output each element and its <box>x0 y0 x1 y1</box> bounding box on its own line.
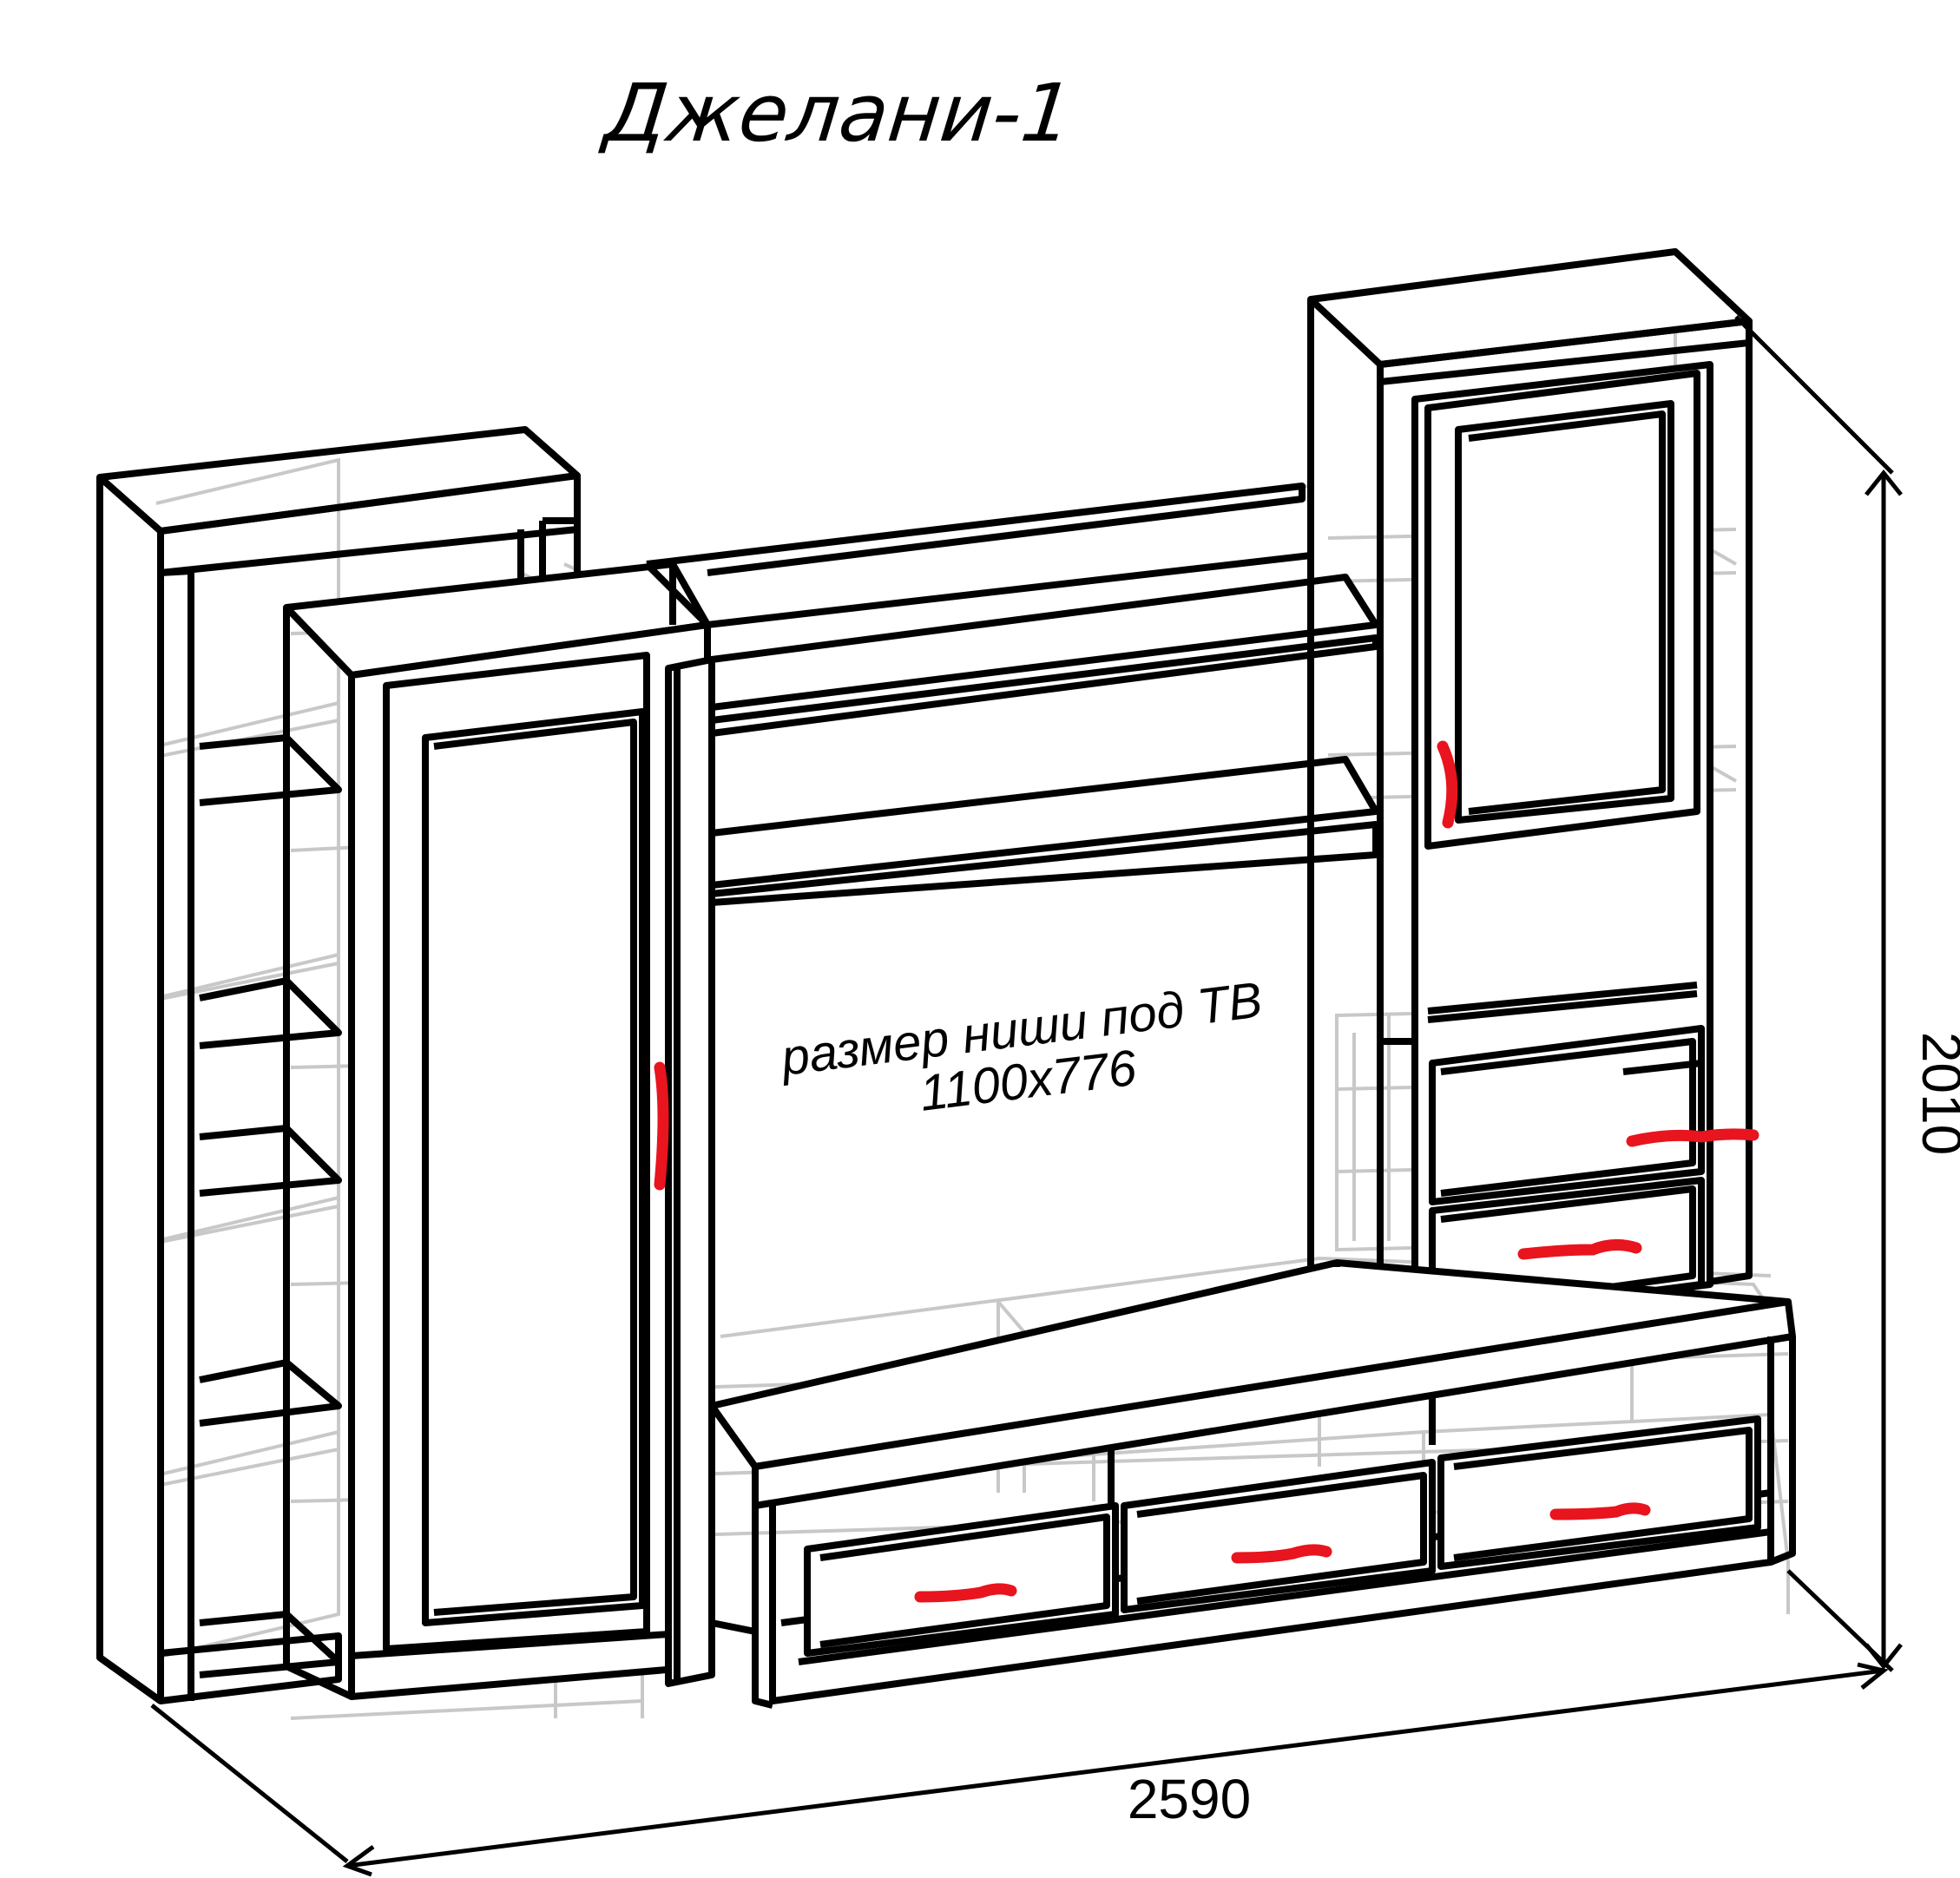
wall-shelves <box>708 574 1379 906</box>
tv-stand <box>708 1259 1796 1709</box>
tall-cabinet-handle <box>654 1061 669 1191</box>
center-column <box>644 561 715 1687</box>
stand-drawer-1-handle <box>914 1583 1017 1603</box>
lower-drawer-handle <box>1517 1239 1642 1260</box>
top-panel <box>646 483 1312 628</box>
stand-drawer-3-handle <box>1549 1502 1651 1520</box>
width-dimension-label: 2590 <box>1128 1768 1251 1830</box>
glass-door-handle <box>1437 740 1458 829</box>
visible-lines <box>96 248 1796 1709</box>
diagram-title: Джелани-1 <box>597 66 1077 160</box>
upper-drawer-handle <box>1626 1128 1759 1147</box>
handles <box>654 740 1759 1603</box>
height-dimension-label: 2010 <box>1911 1032 1960 1155</box>
dimension-lines <box>150 315 1903 1877</box>
left-bookcase <box>96 426 581 1704</box>
right-cabinet <box>1307 248 1753 1336</box>
stand-drawer-2-handle <box>1231 1544 1332 1564</box>
niche-label: размер ниши под ТВ 1100x776 <box>777 971 1266 1121</box>
tall-cabinet <box>283 561 711 1700</box>
